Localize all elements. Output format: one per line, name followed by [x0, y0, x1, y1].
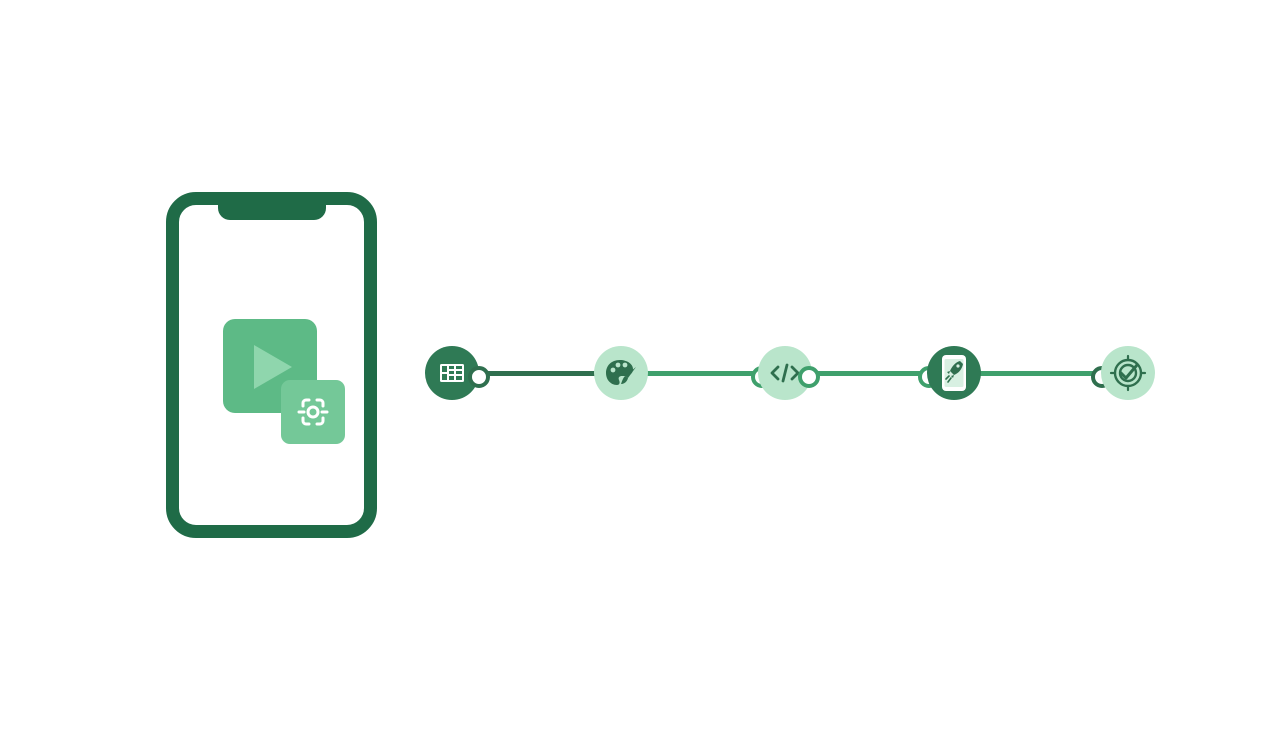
- connector-1: [468, 366, 490, 388]
- play-icon: [254, 345, 292, 389]
- capture-tile: [281, 380, 345, 444]
- pipeline-line-3: [810, 371, 928, 376]
- phone-rocket-icon: [942, 355, 966, 391]
- phone-notch: [218, 202, 326, 220]
- palette-brush-icon: [606, 360, 636, 385]
- connector-3: [798, 366, 820, 388]
- pipeline-line-4: [978, 371, 1098, 376]
- pipeline-line-2: [642, 371, 760, 376]
- phone-illustration: [166, 192, 377, 538]
- step-design: [594, 346, 648, 400]
- screen-capture-icon: [297, 398, 329, 426]
- step-launch: [927, 346, 981, 400]
- table-grid-icon: [440, 364, 464, 382]
- pipeline-line-1: [482, 371, 600, 376]
- step-goal: [1101, 346, 1155, 400]
- video-tile: [223, 319, 317, 413]
- step-table-grid: [425, 346, 479, 400]
- target-check-icon: [1109, 354, 1147, 392]
